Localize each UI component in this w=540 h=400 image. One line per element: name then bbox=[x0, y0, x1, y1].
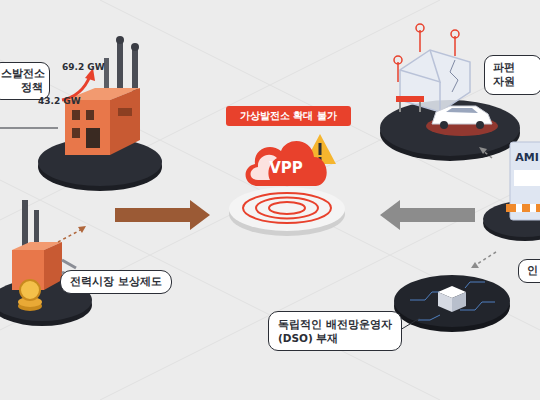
platform bbox=[380, 100, 520, 156]
alert-pin bbox=[419, 30, 421, 52]
callout-box: 독립적인 배전망운영자 (DSO) 부재 bbox=[268, 311, 402, 351]
callout-box: 전력시장 보상제도 bbox=[60, 270, 172, 294]
device-screen bbox=[514, 170, 540, 186]
barrier-leg bbox=[419, 102, 421, 112]
coin bbox=[20, 280, 40, 300]
grid-line bbox=[0, 60, 540, 330]
ami-device: AMI bbox=[510, 142, 540, 220]
leader-line bbox=[0, 128, 58, 129]
window bbox=[72, 110, 80, 120]
node-text: AMI bbox=[510, 151, 540, 164]
window bbox=[86, 110, 94, 120]
circuit-line bbox=[465, 282, 485, 288]
grid-line bbox=[0, 0, 440, 220]
chimney bbox=[117, 42, 123, 94]
house bbox=[400, 50, 470, 112]
door bbox=[86, 128, 100, 148]
smoke bbox=[116, 36, 124, 44]
house-edge bbox=[400, 50, 440, 82]
leader-line bbox=[400, 318, 420, 330]
cube-side bbox=[438, 292, 452, 312]
alert-pin bbox=[397, 62, 399, 82]
alert-label: 가상발전소 확대 불가 bbox=[226, 106, 351, 126]
pipe bbox=[62, 260, 76, 268]
chimney bbox=[22, 200, 28, 250]
wheel bbox=[440, 121, 448, 129]
node-text: 독립적인 배전망운영자 (DSO) 부재 bbox=[278, 317, 392, 345]
cube-side bbox=[452, 292, 466, 312]
warning-mark bbox=[319, 143, 322, 155]
node-text: 전력시장 보상제도 bbox=[70, 275, 162, 289]
circuit-line bbox=[418, 315, 440, 320]
alert-pin bbox=[416, 24, 424, 32]
barrier bbox=[506, 204, 540, 212]
alert-pin bbox=[394, 56, 402, 64]
alert-pin bbox=[451, 30, 459, 38]
smoke bbox=[131, 43, 139, 51]
value-label: 69.2 GW bbox=[62, 62, 105, 72]
barrier bbox=[396, 96, 424, 102]
factory-side bbox=[110, 88, 140, 155]
flow-arrow bbox=[115, 200, 210, 230]
barrier-stripe bbox=[516, 204, 522, 212]
car-window bbox=[446, 108, 478, 113]
platform bbox=[394, 275, 510, 327]
arrow-head bbox=[471, 262, 479, 268]
callout-box: 인 bbox=[518, 259, 540, 283]
node-text: 파편 자원 bbox=[493, 61, 531, 89]
factory-front bbox=[65, 100, 110, 155]
vpp-cloud: VPP bbox=[240, 134, 332, 190]
signal-ring bbox=[243, 193, 331, 223]
signal-ring bbox=[269, 202, 305, 214]
plate bbox=[229, 187, 345, 231]
node-text: 가상발전소 확대 불가 bbox=[240, 109, 337, 123]
house-edge bbox=[439, 82, 441, 112]
node-text: 스발전소 정책 bbox=[1, 67, 43, 95]
wheel bbox=[476, 121, 484, 129]
crack bbox=[450, 60, 458, 92]
car bbox=[432, 106, 492, 124]
cloud-shape bbox=[246, 141, 327, 186]
node-text: 인 bbox=[527, 264, 538, 278]
barrier-stripe bbox=[530, 204, 536, 212]
barrier-leg bbox=[399, 102, 401, 112]
flow-arrow bbox=[380, 200, 475, 230]
alert-pin bbox=[454, 36, 456, 56]
callout-box: 스발전소 정책 bbox=[0, 62, 50, 100]
grid-line bbox=[0, 180, 440, 400]
arrow-head bbox=[479, 147, 487, 154]
arrow-head bbox=[78, 226, 86, 233]
circuit-lines bbox=[410, 282, 495, 320]
value-label: 43.2 GW bbox=[38, 96, 81, 106]
callout-box: 파편 자원 bbox=[484, 55, 540, 95]
signal-ring bbox=[256, 198, 318, 219]
grid-line bbox=[0, 60, 540, 330]
window bbox=[118, 108, 132, 116]
grid-line bbox=[100, 0, 540, 220]
node-text: VPP bbox=[269, 159, 303, 177]
window bbox=[72, 128, 80, 138]
dashed-arrow bbox=[474, 252, 496, 266]
